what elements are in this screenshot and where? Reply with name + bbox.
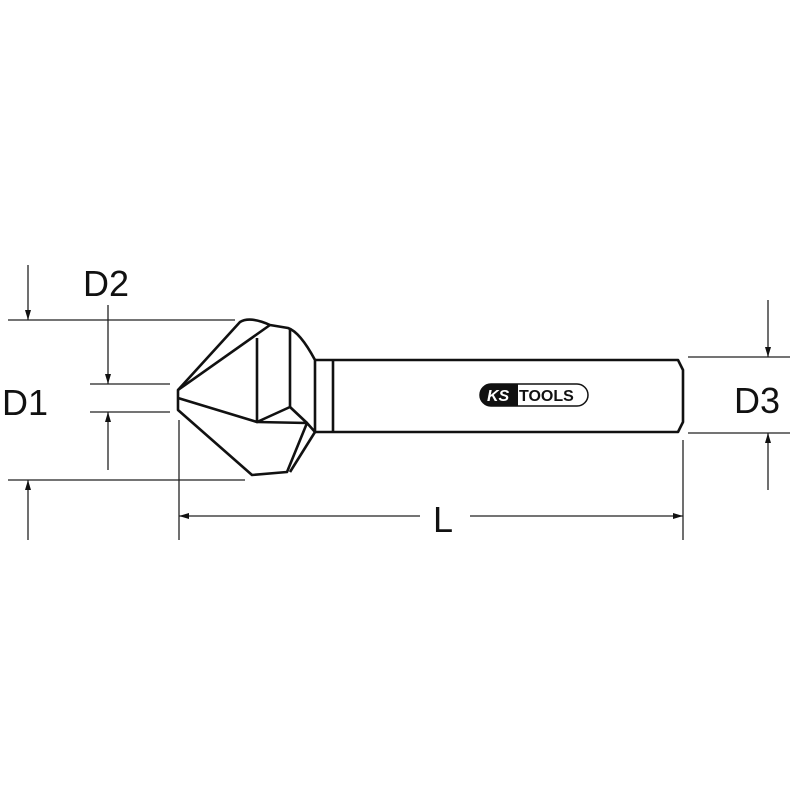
label-l: L <box>433 499 454 540</box>
label-d2: D2 <box>83 263 130 304</box>
dimension-d2 <box>8 265 245 540</box>
dimension-d1 <box>90 305 170 470</box>
shank <box>315 358 685 434</box>
dimension-l <box>178 420 684 540</box>
logo-ks: KS <box>487 388 510 405</box>
logo-tools: TOOLS <box>519 388 574 405</box>
logo-badge: KS TOOLS <box>479 383 589 407</box>
label-d1: D1 <box>2 382 49 423</box>
cutter-head <box>176 318 317 477</box>
dimension-d3 <box>688 300 790 490</box>
label-d3: D3 <box>734 380 781 421</box>
